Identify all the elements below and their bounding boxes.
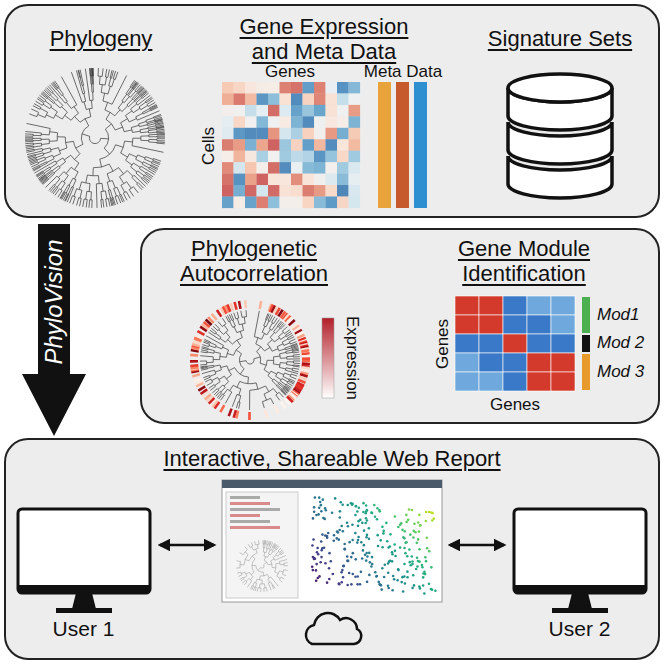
panel-heading: Signature Sets <box>470 26 650 51</box>
panel-fill <box>5 5 659 217</box>
module-label: Mod1 <box>597 306 640 325</box>
panel-heading: Phylogeny <box>16 26 186 51</box>
expression-heatmap <box>222 82 360 208</box>
autocorrelation-tree <box>190 300 310 420</box>
module-label: Mod 3 <box>597 363 644 382</box>
stage-panel: Phylogeny Gene Expression and Meta Data Si… <box>4 4 660 218</box>
web-report-screenshot <box>222 480 442 602</box>
monitor-shape <box>510 505 650 615</box>
panel-fill <box>5 439 659 659</box>
sync-arrows <box>160 545 504 546</box>
user-monitor: User 2 <box>510 505 650 643</box>
stage-panel: Phylogenetic Autocorrelation Gene Module … <box>140 228 660 424</box>
database-icon <box>508 74 612 198</box>
axis-label: Genes <box>265 63 315 82</box>
panel-heading: Gene Module Identification <box>414 236 634 287</box>
user-label: User 1 <box>14 617 154 641</box>
expression-colorbar <box>322 318 334 398</box>
monitor-shape <box>14 505 154 615</box>
axis-label: Genes <box>434 319 453 369</box>
pipeline-arrow: PhyloVision <box>22 224 86 436</box>
meta-data-bars <box>378 82 427 208</box>
user-monitor: User 1 <box>14 505 154 643</box>
panel-fills <box>5 5 659 659</box>
cloud-icon <box>306 613 361 644</box>
phylogeny-tree <box>25 68 165 208</box>
panel-fill <box>141 229 659 423</box>
panel-heading: Interactive, Shareable Web Report <box>112 446 552 471</box>
module-matrix <box>455 296 575 391</box>
panel-heading: Gene Expression and Meta Data <box>219 14 429 65</box>
module-label: Mod 2 <box>597 334 644 353</box>
axis-label: Expression <box>343 316 362 400</box>
module-bars <box>582 297 590 390</box>
axis-label: Meta Data <box>364 63 442 82</box>
tool-name: PhyloVision <box>40 240 68 365</box>
user-label: User 2 <box>510 617 650 641</box>
panel-heading: Phylogenetic Autocorrelation <box>144 236 364 287</box>
stage-panel: User 1 User 2 Interactive, Shareable Web R… <box>4 438 660 660</box>
axis-label: Genes <box>490 396 540 415</box>
axis-label: Cells <box>200 127 219 165</box>
